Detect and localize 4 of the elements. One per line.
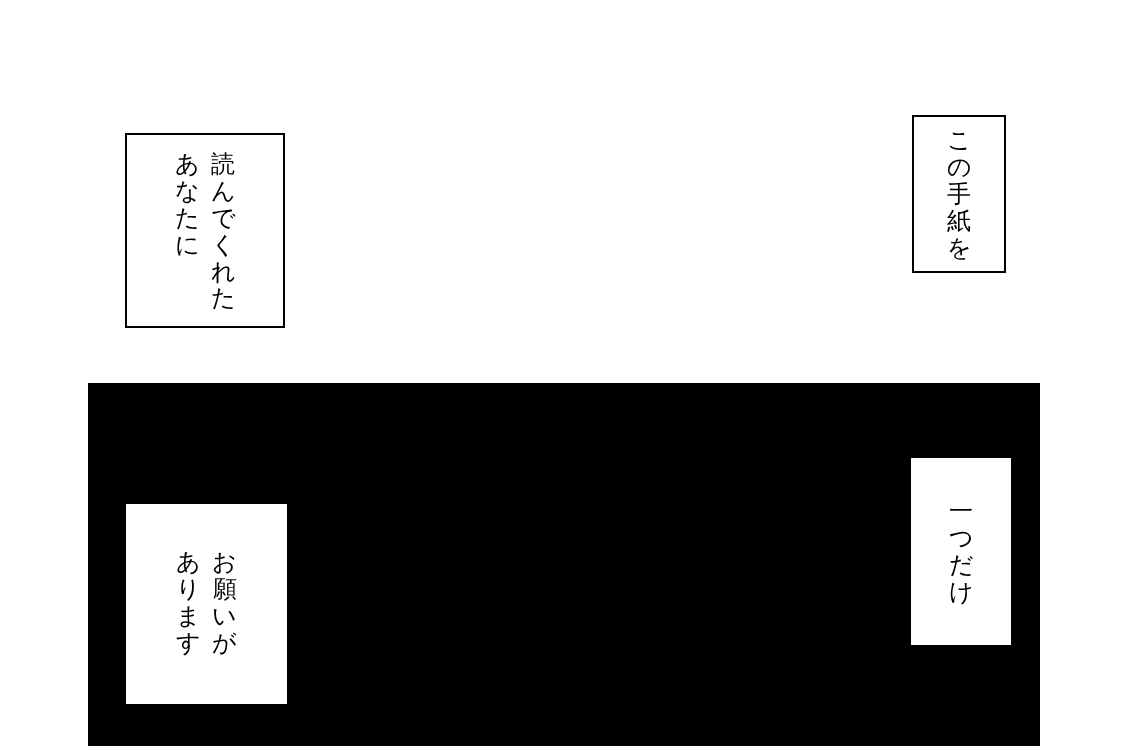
caption-box: お願いがあります: [126, 504, 287, 704]
caption-box: この手紙を: [912, 115, 1006, 273]
caption-box: 一つだけ: [911, 458, 1011, 645]
caption-box: 読んでくれたあなたに: [125, 133, 285, 328]
